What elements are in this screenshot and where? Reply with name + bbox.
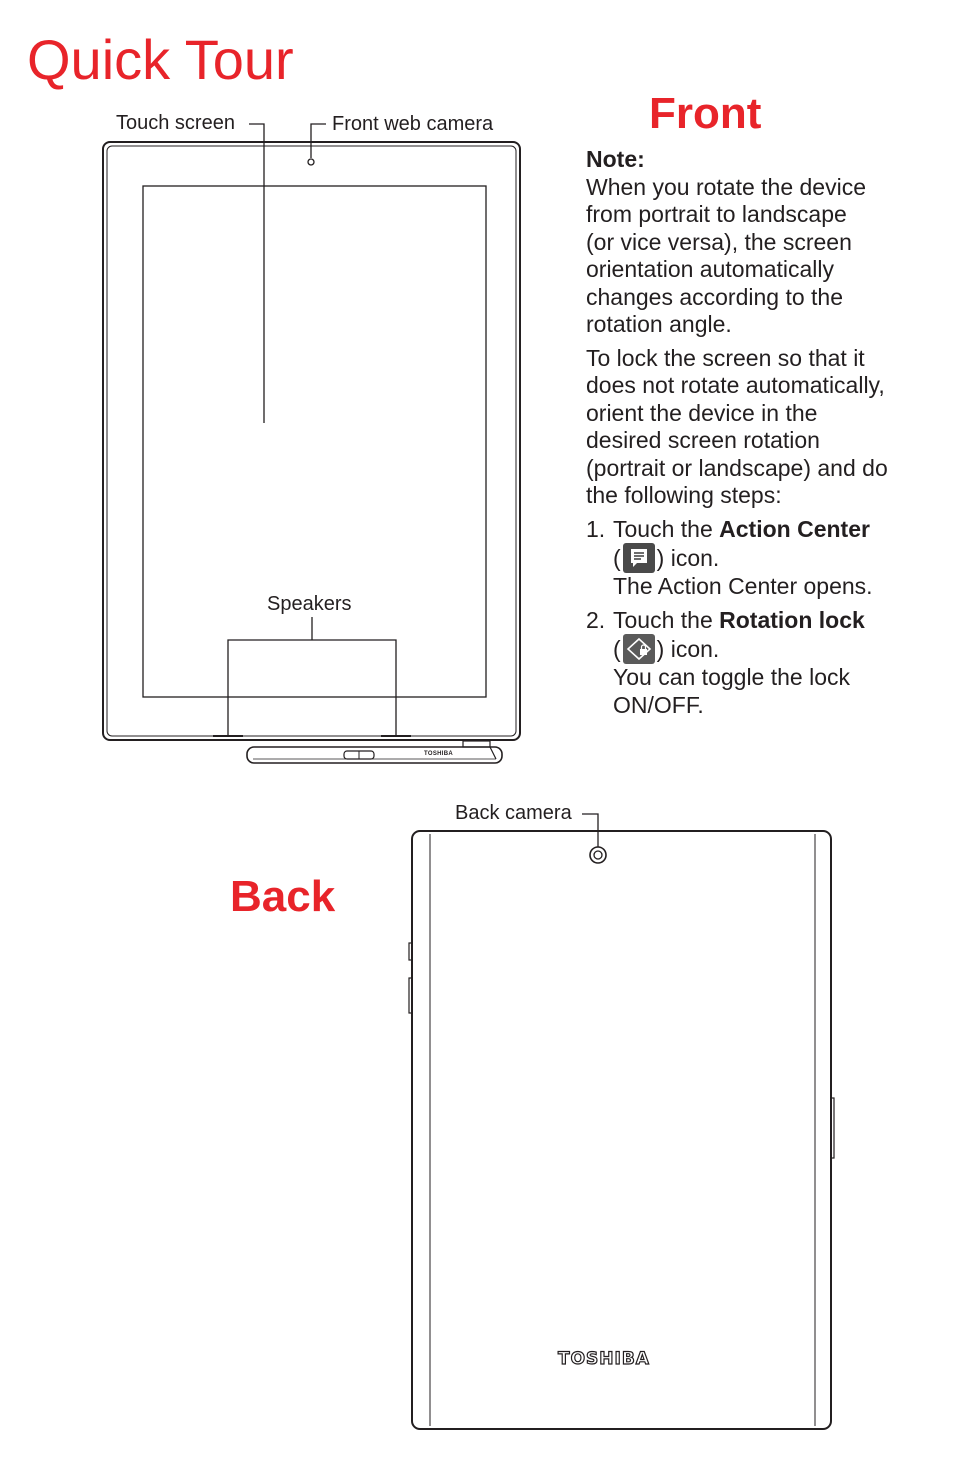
back-camera-leader bbox=[582, 813, 599, 847]
step-1: 1. Touch the Action Center ( ) icon. The … bbox=[586, 516, 931, 601]
paren-open: ( bbox=[613, 545, 621, 571]
back-tablet-body bbox=[411, 830, 832, 1430]
step-icon-line: ( ) icon. bbox=[613, 634, 931, 664]
stylus-brand-text: TOSHIBA bbox=[424, 751, 453, 757]
step-result: You can toggle the lock bbox=[613, 664, 850, 690]
note-line: (portrait or landscape) and do bbox=[586, 454, 888, 481]
note-line: changes according to the bbox=[586, 283, 844, 310]
action-center-icon bbox=[622, 543, 655, 573]
step-result: ON/OFF. bbox=[613, 691, 704, 718]
step-result: The Action Center opens. bbox=[613, 573, 873, 599]
note-line: does not rotate automatically, bbox=[586, 372, 885, 398]
speakers-leader bbox=[227, 639, 397, 736]
note-line: desired screen rotation bbox=[586, 427, 820, 453]
note-paragraph-2: To lock the screen so that it does not r… bbox=[586, 345, 931, 510]
step-target-name: Action Center bbox=[719, 515, 870, 542]
side-button-left-lower bbox=[408, 977, 413, 1014]
note-block: Note: When you rotate the device from po… bbox=[586, 146, 931, 725]
step-number: 2. bbox=[586, 606, 606, 633]
paren-close: ) icon. bbox=[656, 636, 720, 662]
note-line: the following steps: bbox=[586, 482, 782, 508]
back-camera-label: Back camera bbox=[455, 802, 572, 824]
note-line: orientation automatically bbox=[586, 256, 835, 282]
step-prefix: Touch the bbox=[613, 515, 720, 542]
side-port-right bbox=[830, 1097, 835, 1159]
note-line: When you rotate the device bbox=[586, 173, 866, 200]
paren-open: ( bbox=[613, 636, 621, 662]
front-touch-screen bbox=[142, 185, 487, 698]
note-line: from portrait to landscape bbox=[586, 201, 847, 227]
front-camera-leader bbox=[310, 123, 326, 158]
side-button-left-upper bbox=[408, 942, 413, 961]
front-camera-lens bbox=[307, 158, 315, 166]
note-line: To lock the screen so that it bbox=[586, 344, 865, 371]
rotation-lock-icon bbox=[622, 634, 655, 664]
step-instruction: Touch the Rotation lock bbox=[613, 607, 931, 635]
step-instruction: Touch the Action Center bbox=[613, 516, 931, 544]
step-prefix: Touch the bbox=[613, 606, 720, 633]
step-icon-line: ( ) icon. bbox=[613, 543, 931, 573]
speakers-label: Speakers bbox=[267, 593, 352, 615]
note-line: (or vice versa), the screen bbox=[586, 228, 852, 255]
back-heading: Back bbox=[230, 872, 336, 921]
step-target-name: Rotation lock bbox=[719, 606, 865, 633]
note-line: orient the device in the bbox=[586, 399, 818, 426]
note-line: rotation angle. bbox=[586, 311, 732, 337]
paren-close: ) icon. bbox=[656, 545, 720, 571]
note-paragraph-1: When you rotate the device from portrait… bbox=[586, 174, 931, 339]
toshiba-logo: TOSHIBA bbox=[557, 1348, 650, 1369]
touch-screen-leader bbox=[249, 123, 265, 423]
front-heading: Front bbox=[649, 89, 762, 138]
back-camera-lens bbox=[589, 846, 607, 864]
step-number: 1. bbox=[586, 515, 606, 542]
touch-screen-label: Touch screen bbox=[116, 112, 235, 134]
page-title: Quick Tour bbox=[27, 28, 294, 91]
step-2: 2. Touch the Rotation lock ( ) icon. You … bbox=[586, 607, 931, 720]
stylus-pen bbox=[246, 746, 503, 764]
front-web-camera-label: Front web camera bbox=[332, 113, 494, 135]
note-label: Note: bbox=[586, 146, 645, 172]
